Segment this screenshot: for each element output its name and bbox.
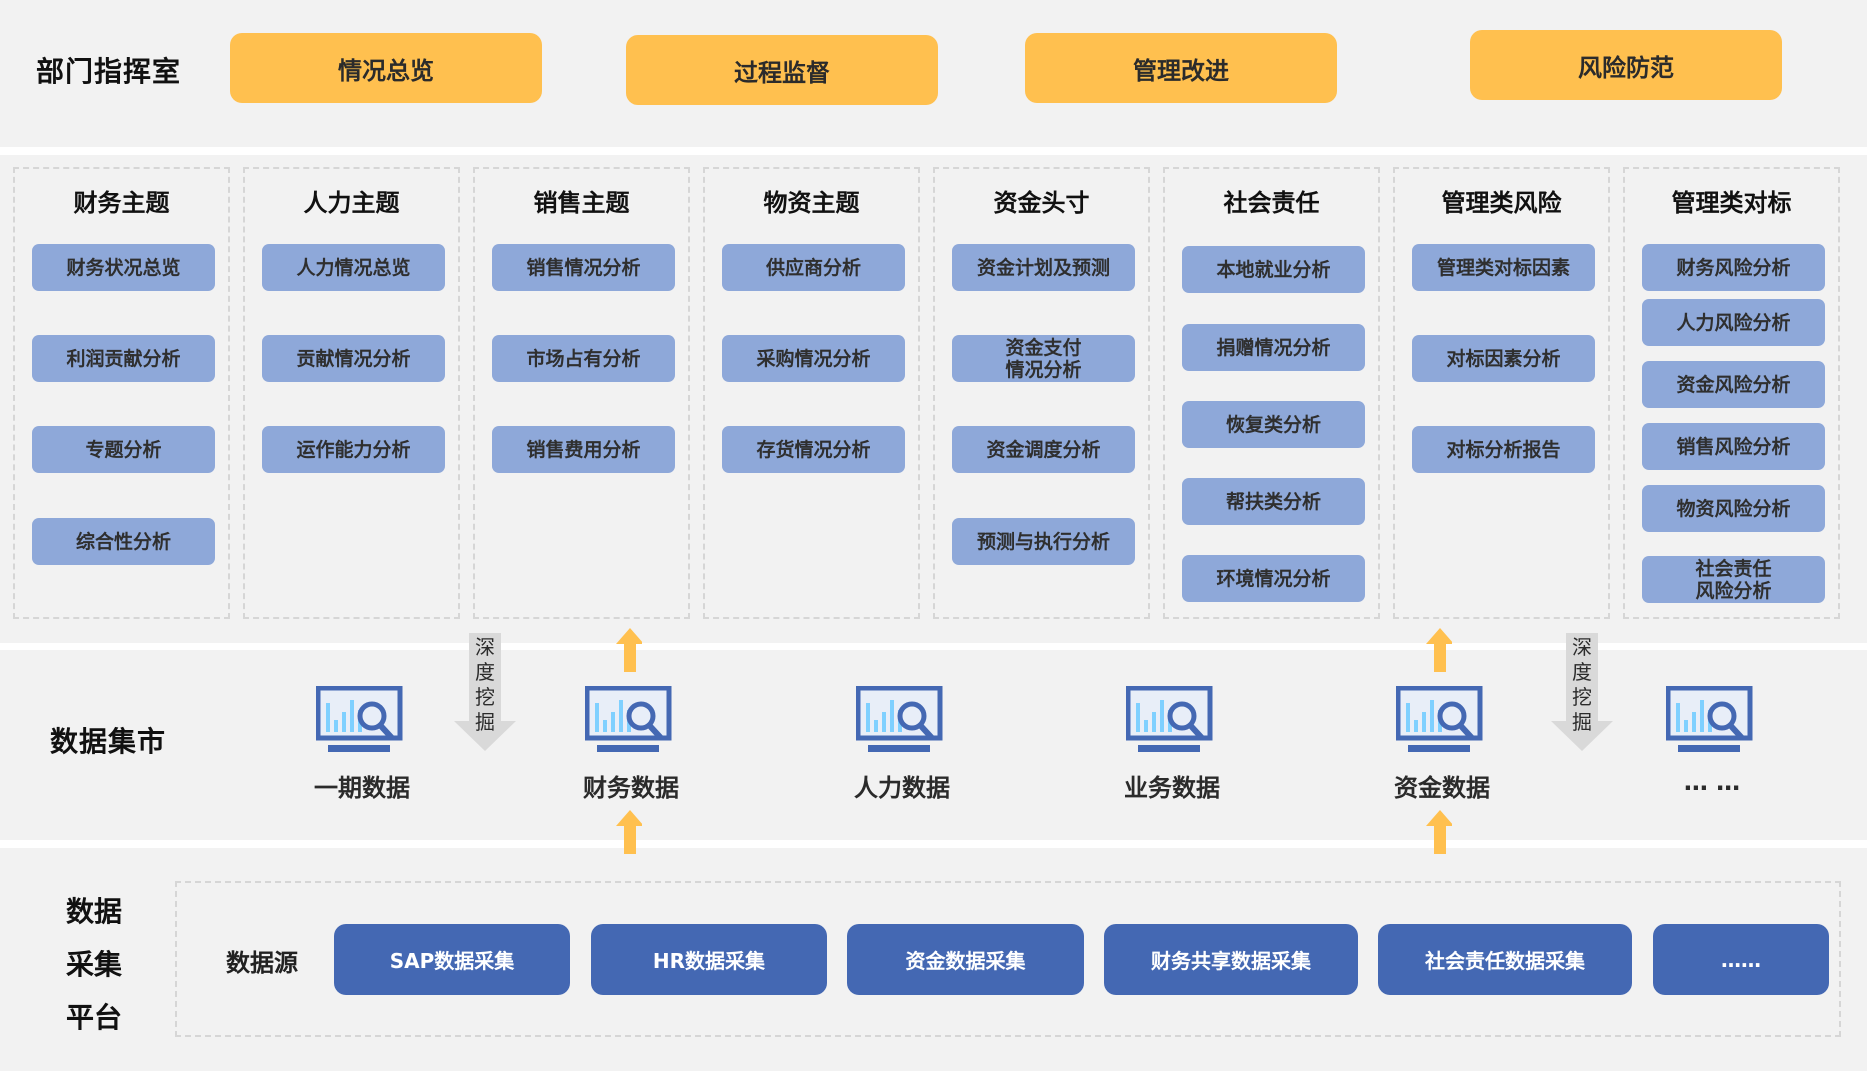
management-improvement-button[interactable]: 管理改进 — [1025, 33, 1337, 103]
theme-item[interactable]: 综合性分析 — [32, 518, 215, 565]
theme-item[interactable]: 利润贡献分析 — [32, 335, 215, 382]
down-arrow-icon — [1551, 633, 1613, 751]
theme-item[interactable]: 资金风险分析 — [1642, 361, 1825, 408]
theme-item[interactable]: 市场占有分析 — [492, 335, 675, 382]
data-mart-item[interactable]: 资金数据 — [1377, 686, 1507, 803]
theme-title: 人力主题 — [303, 189, 400, 217]
data-mart-item[interactable]: 财务数据 — [566, 686, 696, 803]
up-arrow-icon — [616, 628, 642, 672]
theme-item[interactable]: 采购情况分析 — [722, 335, 905, 382]
more-collection-button[interactable]: …… — [1653, 924, 1829, 995]
theme-title: 资金头寸 — [993, 189, 1090, 217]
sap-collection-button[interactable]: SAP数据采集 — [334, 924, 570, 995]
process-supervision-button[interactable]: 过程监督 — [626, 35, 938, 105]
data-monitor-icon — [316, 686, 403, 752]
theme-column: 社会责任本地就业分析捐赠情况分析恢复类分析帮扶类分析环境情况分析 — [1163, 167, 1380, 619]
fund-collection-button[interactable]: 资金数据采集 — [847, 924, 1084, 995]
data-monitor-icon — [1666, 686, 1753, 752]
data-source-box — [175, 881, 1841, 1037]
theme-item[interactable]: 帮扶类分析 — [1182, 478, 1365, 525]
up-arrow-icon — [616, 810, 642, 854]
data-mart-item[interactable]: … … — [1647, 686, 1777, 796]
theme-item[interactable]: 专题分析 — [32, 426, 215, 473]
theme-column: 管理类对标财务风险分析人力风险分析资金风险分析销售风险分析物资风险分析社会责任 … — [1623, 167, 1840, 619]
theme-title: 管理类对标 — [1671, 189, 1792, 217]
theme-title: 社会责任 — [1223, 189, 1320, 217]
collection-title-line: 平台 — [66, 1001, 123, 1034]
theme-item[interactable]: 捐赠情况分析 — [1182, 324, 1365, 371]
data-mart-label: … … — [1683, 768, 1741, 796]
data-monitor-icon — [856, 686, 943, 752]
social-responsibility-collection-button[interactable]: 社会责任数据采集 — [1378, 924, 1632, 995]
theme-column: 财务主题财务状况总览利润贡献分析专题分析综合性分析 — [13, 167, 230, 619]
finance-shared-collection-button[interactable]: 财务共享数据采集 — [1104, 924, 1358, 995]
theme-item[interactable]: 销售情况分析 — [492, 244, 675, 291]
theme-item[interactable]: 物资风险分析 — [1642, 485, 1825, 532]
theme-item[interactable]: 对标因素分析 — [1412, 335, 1595, 382]
theme-item[interactable]: 存货情况分析 — [722, 426, 905, 473]
data-monitor-icon — [1126, 686, 1213, 752]
deep-mining-arrow: 深度挖掘 — [454, 633, 516, 751]
theme-title: 财务主题 — [73, 189, 170, 217]
theme-item[interactable]: 对标分析报告 — [1412, 426, 1595, 473]
page-title: 部门指挥室 — [36, 55, 182, 88]
theme-column: 管理类风险管理类对标因素对标因素分析对标分析报告 — [1393, 167, 1610, 619]
theme-item[interactable]: 贡献情况分析 — [262, 335, 445, 382]
data-mart-item[interactable]: 一期数据 — [297, 686, 427, 803]
theme-item[interactable]: 预测与执行分析 — [952, 518, 1135, 565]
theme-column: 人力主题人力情况总览贡献情况分析运作能力分析 — [243, 167, 460, 619]
theme-item[interactable]: 社会责任 风险分析 — [1642, 556, 1825, 603]
risk-prevention-button[interactable]: 风险防范 — [1470, 30, 1782, 100]
theme-item[interactable]: 资金支付 情况分析 — [952, 335, 1135, 382]
collection-title-line: 采集 — [66, 948, 123, 981]
theme-column: 物资主题供应商分析采购情况分析存货情况分析 — [703, 167, 920, 619]
data-mart-item[interactable]: 人力数据 — [837, 686, 967, 803]
data-monitor-icon — [585, 686, 672, 752]
up-arrow-icon — [1426, 628, 1452, 672]
collection-platform-title: 数据 采集 平台 — [66, 885, 130, 1044]
data-mart-label: 财务数据 — [583, 774, 679, 802]
theme-item[interactable]: 运作能力分析 — [262, 426, 445, 473]
theme-column: 销售主题销售情况分析市场占有分析销售费用分析 — [473, 167, 690, 619]
theme-item[interactable]: 资金计划及预测 — [952, 244, 1135, 291]
theme-item[interactable]: 财务风险分析 — [1642, 244, 1825, 291]
down-arrow-icon — [454, 633, 516, 751]
data-mart-label: 一期数据 — [314, 774, 410, 802]
overview-button[interactable]: 情况总览 — [230, 33, 542, 103]
data-mart-item[interactable]: 业务数据 — [1107, 686, 1237, 803]
theme-item[interactable]: 环境情况分析 — [1182, 555, 1365, 602]
theme-item[interactable]: 本地就业分析 — [1182, 246, 1365, 293]
data-mart-label: 业务数据 — [1124, 774, 1220, 802]
theme-column: 资金头寸资金计划及预测资金支付 情况分析资金调度分析预测与执行分析 — [933, 167, 1150, 619]
data-mart-label: 人力数据 — [854, 774, 950, 802]
theme-item[interactable]: 资金调度分析 — [952, 426, 1135, 473]
data-mart-band — [0, 650, 1867, 840]
theme-title: 管理类风险 — [1441, 189, 1562, 217]
data-mart-title: 数据集市 — [50, 725, 167, 758]
theme-item[interactable]: 供应商分析 — [722, 244, 905, 291]
data-monitor-icon — [1396, 686, 1483, 752]
data-mart-label: 资金数据 — [1394, 774, 1490, 802]
deep-mining-arrow: 深度挖掘 — [1551, 633, 1613, 751]
theme-item[interactable]: 人力情况总览 — [262, 244, 445, 291]
up-arrow-icon — [1426, 810, 1452, 854]
data-source-label: 数据源 — [226, 949, 298, 977]
deep-mining-label: 深度挖掘 — [475, 635, 495, 734]
theme-item[interactable]: 销售风险分析 — [1642, 423, 1825, 470]
theme-title: 物资主题 — [763, 189, 860, 217]
collection-title-line: 数据 — [66, 895, 123, 928]
theme-item[interactable]: 管理类对标因素 — [1412, 244, 1595, 291]
theme-item[interactable]: 财务状况总览 — [32, 244, 215, 291]
hr-collection-button[interactable]: HR数据采集 — [591, 924, 827, 995]
theme-item[interactable]: 销售费用分析 — [492, 426, 675, 473]
theme-item[interactable]: 人力风险分析 — [1642, 299, 1825, 346]
deep-mining-label: 深度挖掘 — [1572, 635, 1592, 734]
theme-title: 销售主题 — [533, 189, 630, 217]
theme-item[interactable]: 恢复类分析 — [1182, 401, 1365, 448]
